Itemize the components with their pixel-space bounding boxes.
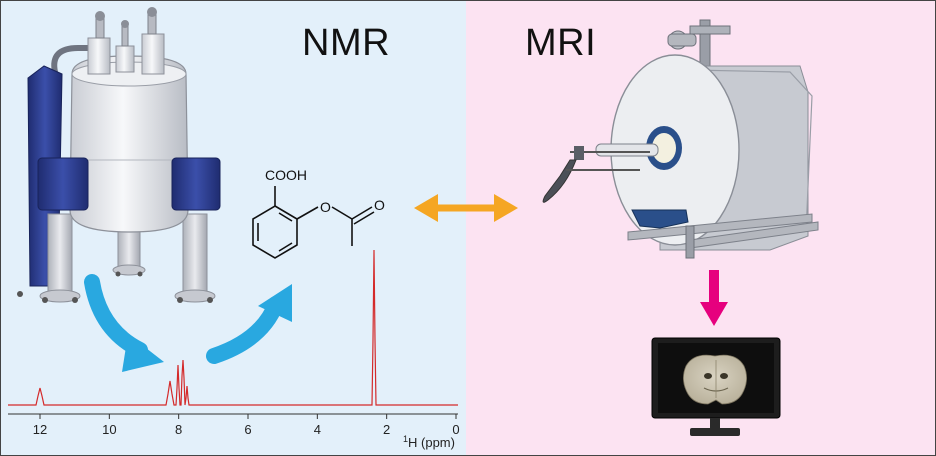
cycle-arrow-down-icon bbox=[84, 274, 164, 372]
axis-label: 1H (ppm) bbox=[403, 434, 455, 450]
nmr-title: NMR bbox=[302, 22, 391, 64]
molecule-structure bbox=[252, 186, 375, 259]
axis-tick-label: 6 bbox=[244, 422, 251, 437]
cycle-arrow-up-icon bbox=[206, 284, 292, 364]
axis-label-superscript: 1 bbox=[403, 434, 408, 444]
ester-oxygen-label: O bbox=[320, 199, 331, 215]
mri-scanner-icon bbox=[542, 19, 819, 259]
double-arrow-icon bbox=[414, 194, 518, 222]
carbonyl-oxygen-label: O bbox=[374, 197, 385, 213]
axis-tick-label: 12 bbox=[33, 422, 47, 437]
axis-tick-label: 4 bbox=[314, 422, 321, 437]
axis-label-text: H (ppm) bbox=[408, 435, 455, 450]
spectrum-trace bbox=[8, 249, 458, 406]
axis-tick-label: 10 bbox=[102, 422, 116, 437]
axis-tick-label: 8 bbox=[175, 422, 182, 437]
axis-tick-label: 0 bbox=[452, 422, 459, 437]
brain-slice-icon bbox=[683, 354, 747, 405]
axis-tick-label: 2 bbox=[383, 422, 390, 437]
carboxyl-label: COOH bbox=[265, 167, 307, 183]
mri-title: MRI bbox=[525, 22, 597, 64]
down-arrow-icon bbox=[700, 270, 728, 326]
nmr-spectrum: 12 10 8 6 4 2 0 1H (ppm) bbox=[8, 249, 460, 450]
nmr-spectrometer-icon bbox=[17, 7, 221, 303]
spectrum-ticks: 12 10 8 6 4 2 0 bbox=[33, 414, 460, 437]
